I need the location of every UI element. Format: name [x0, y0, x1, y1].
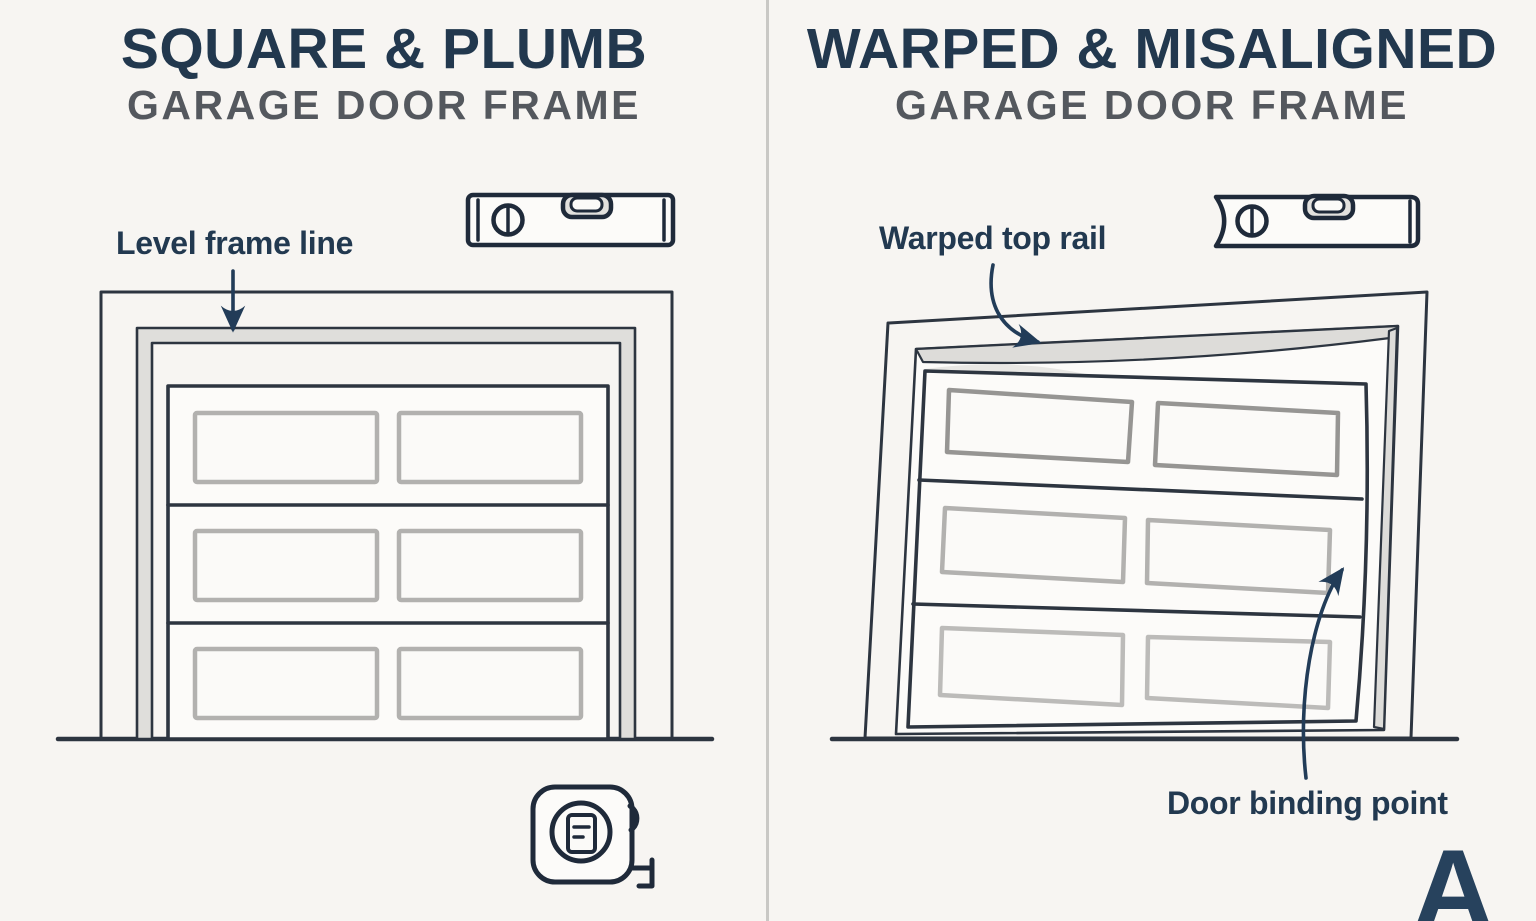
right-panel-title: WARPED & MISALIGNED — [806, 17, 1498, 81]
watermark-letter: A — [1412, 827, 1495, 921]
left-panel-header: SQUARE & PLUMB GARAGE DOOR FRAME — [0, 0, 768, 127]
section-divider — [917, 478, 1364, 501]
window-panel — [192, 646, 380, 721]
left-panel-title: SQUARE & PLUMB — [120, 17, 648, 81]
window-panel — [396, 528, 584, 603]
window-panel — [944, 387, 1135, 465]
door-windows — [937, 387, 1341, 711]
square-door-diagram — [55, 192, 715, 889]
door-trim — [135, 326, 637, 741]
right-jamb-strip — [1372, 326, 1399, 731]
window-panel — [937, 625, 1126, 708]
window-panel — [396, 646, 584, 721]
warped-spirit-level-icon — [1213, 193, 1421, 249]
warped-top-rail-arrow — [989, 263, 1042, 348]
right-panel-subtitle: GARAGE DOOR FRAME — [895, 81, 1409, 128]
window-panel — [1144, 517, 1333, 596]
door-binding-point-label: Door binding point — [1167, 785, 1448, 821]
door-binding-point-arrow — [1301, 567, 1345, 780]
panel-divider — [766, 0, 769, 921]
window-panel — [192, 410, 380, 485]
warped-door-diagram — [829, 193, 1460, 780]
warped-top-rail-label: Warped top rail — [879, 220, 1107, 256]
warped-top-rail-strip — [914, 324, 1400, 365]
section-divider — [911, 602, 1362, 619]
outer-frame-warped — [863, 290, 1429, 740]
window-panel — [396, 410, 584, 485]
left-panel-subtitle: GARAGE DOOR FRAME — [127, 81, 641, 128]
tape-measure-icon — [530, 784, 655, 889]
window-panel — [192, 528, 380, 603]
window-panel — [1152, 400, 1341, 478]
spirit-level-icon — [465, 192, 676, 248]
right-panel-header: WARPED & MISALIGNED GARAGE DOOR FRAME — [768, 0, 1536, 127]
level-frame-line-label: Level frame line — [116, 225, 354, 261]
window-panel — [1144, 634, 1333, 711]
door-windows — [192, 410, 584, 721]
window-panel — [939, 505, 1128, 585]
